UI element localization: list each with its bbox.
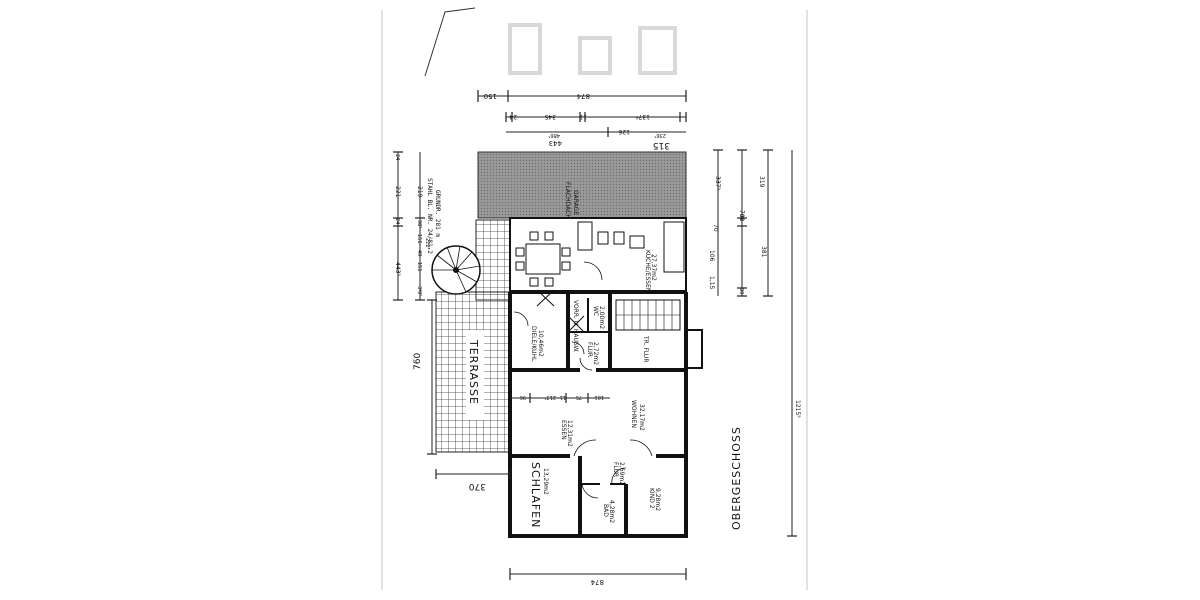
dim-right-30a: 30 (738, 214, 744, 220)
dim-right-381: 381 (760, 246, 767, 258)
right-dimensions (713, 149, 797, 537)
dim-top-315: 315 (653, 140, 670, 150)
dim-left-151: 151 (416, 234, 422, 244)
door-swings (513, 311, 653, 499)
dim-left-370: 370 (469, 481, 486, 491)
label-flur-left: FLUR (586, 342, 593, 357)
label-flachdach: FLACHDACH (564, 182, 571, 219)
dim-bottom-874: 874 (590, 578, 604, 586)
dim-right-115: 1,15 (708, 276, 715, 290)
dim-right-319: 319 (758, 176, 765, 188)
stairs (615, 299, 681, 331)
label-diele-area: 10,46m2 (537, 330, 544, 357)
dim-left-985: 98⁵ (416, 220, 422, 228)
dim-top-4865: 486⁵ (548, 132, 560, 138)
dim-right-30b: 30 (738, 288, 744, 294)
dim-right-3375: 337⁵ (714, 176, 721, 190)
dim-left-24b: 24 (394, 218, 400, 224)
dim-mid-75: 75 (576, 394, 582, 400)
dim-left-24a: 24 (394, 154, 400, 160)
walls (508, 217, 703, 538)
label-kind-area: 9,28m2 (654, 488, 661, 511)
dim-left-2224: 222⁴ (424, 238, 430, 250)
mid-dimensions (510, 393, 610, 403)
label-flur-mid-area: 2,69m2 (618, 462, 625, 485)
dim-right-700: 700 (738, 210, 745, 222)
label-wohnen: WOHNEN (630, 400, 637, 428)
label-schlafen: SCHLAFEN (529, 462, 542, 528)
plan-title: OBERGESCHOSS (730, 426, 743, 530)
scribble (424, 7, 476, 77)
label-kueche-area: 27,37m2 (650, 254, 657, 281)
stamp-text-1: STAHL BL. NR. 24/81-2 (426, 178, 433, 254)
label-treppe: TR. FLUR (642, 335, 649, 363)
label-wc-area: 2,00m2 (598, 306, 605, 329)
dim-left-221: 221 (394, 186, 401, 198)
label-vorrat: VORR. U. HAUSW. (572, 300, 579, 353)
dim-top-24: 24 (509, 113, 517, 120)
dim-left-49: 49 (416, 250, 422, 256)
label-diele: DIELE/KUHL (530, 326, 537, 362)
label-wc: WC (592, 306, 599, 316)
label-bad: BAD (602, 504, 609, 517)
dim-top-11: 11 (579, 113, 587, 120)
bottom-dimension (509, 568, 687, 580)
dim-top-150: 150 (484, 92, 497, 100)
label-garage: GARAGE (572, 190, 579, 215)
left-dimensions (393, 151, 511, 479)
ghost-marks (508, 23, 677, 75)
label-kueche: KÜCHE/ESSEN (644, 250, 651, 292)
top-dimensions (477, 90, 687, 137)
dim-top-345: 345 (544, 113, 556, 120)
dim-mid-2135: 213⁵ (544, 394, 556, 400)
garage-roof (477, 151, 687, 219)
dim-mid-101: 101 (594, 394, 604, 400)
label-essen: ESSEN (560, 420, 567, 440)
label-essen-area: 12,31m2 (566, 420, 573, 447)
dim-top-874: 874 (576, 92, 590, 100)
stamp-text-2: GRUNDR. 281 m (434, 190, 441, 237)
dim-top-2365: 236⁵ (654, 132, 666, 138)
kitchen-furniture (515, 221, 685, 287)
dim-left-219: 219 (416, 186, 423, 198)
dim-right-12155: 1215⁵ (794, 400, 801, 418)
label-schlafen-area: 13,29m2 (542, 468, 549, 495)
dim-mid-96: 96 (520, 394, 526, 400)
dim-left-4435: 443⁵ (394, 262, 401, 276)
spiral-stair (431, 245, 481, 295)
label-kind: KIND 2 (648, 488, 655, 509)
dim-right-106: 106 (708, 250, 715, 262)
terrace-upper (475, 219, 511, 301)
dim-left-3405: 3⁴0⁵ (416, 286, 422, 296)
label-bad-area: 4,28m2 (608, 500, 615, 523)
terrace-label-bg (466, 330, 484, 420)
void-marker-b (536, 289, 555, 307)
dim-right-70: 70 (712, 224, 719, 232)
dim-top-126: 126 (618, 128, 630, 135)
dim-top-1374: 137⁴ (636, 113, 650, 120)
dim-left-151b: 151 (416, 262, 422, 272)
label-flur-left-area: 2,72m2 (592, 342, 599, 365)
dim-left-760: 760 (413, 353, 423, 370)
label-wohnen-area: 32,17m2 (638, 404, 645, 431)
label-terrasse: TERRASSE (467, 339, 480, 405)
dim-top-443: 443 (549, 139, 562, 147)
dim-mid-11: 11 (560, 394, 566, 400)
label-flur-mid: FLUR (612, 462, 619, 477)
void-marker-d (567, 315, 585, 333)
dim-mid-365: 36⁵ (610, 366, 618, 372)
